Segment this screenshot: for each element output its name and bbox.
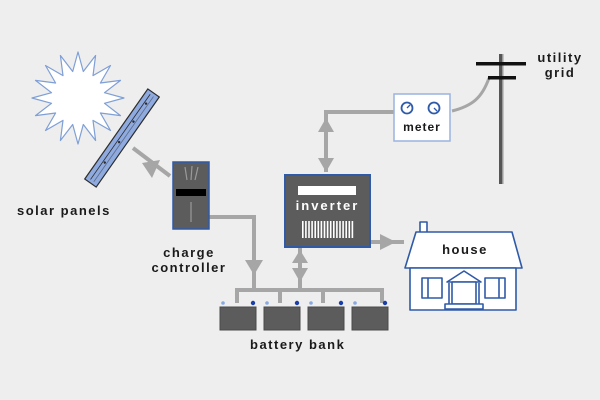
wire-controller-to-batteries xyxy=(208,215,256,262)
inverter-grille-bar xyxy=(336,221,338,238)
inverter-grille-bar xyxy=(323,221,326,238)
label-controller: controller xyxy=(151,260,227,275)
meter-dial-left xyxy=(400,101,414,115)
arrow-batteries-up xyxy=(292,250,308,263)
battery-terminal-positive xyxy=(382,300,388,306)
inverter-grille-bar xyxy=(326,221,329,238)
battery-bank-icon xyxy=(219,300,389,331)
label-charge: charge xyxy=(163,245,215,260)
battery-terminal-positive xyxy=(250,300,256,306)
charge-controller-icon xyxy=(172,161,210,230)
battery-icon xyxy=(307,300,345,331)
arrow-to-house xyxy=(380,234,396,250)
sun-icon xyxy=(31,51,125,145)
inverter-grille-bar xyxy=(314,221,316,238)
battery-terminal-negative xyxy=(265,301,269,305)
label-meter: meter xyxy=(403,120,441,134)
inverter-grille-bar xyxy=(302,221,304,238)
arrow-panel-to-controller xyxy=(142,160,160,178)
utility-pole-icon xyxy=(476,54,526,184)
arrowheads xyxy=(142,118,396,282)
arrow-meter-up xyxy=(318,118,334,132)
inverter-grille-bar xyxy=(308,221,310,238)
battery-terminal-negative xyxy=(353,301,357,305)
label-battery-bank: battery bank xyxy=(250,337,346,352)
battery-icon xyxy=(351,300,389,331)
house-icon xyxy=(404,221,523,311)
battery-icon xyxy=(219,300,257,331)
label-grid: grid xyxy=(544,65,576,80)
inverter-grille-bar xyxy=(339,221,341,238)
battery-terminal-positive xyxy=(338,300,344,306)
meter-dial-right xyxy=(427,101,441,115)
inverter-grille-bar xyxy=(342,221,344,238)
battery-icon xyxy=(263,300,301,331)
label-house: house xyxy=(442,242,488,257)
wire-battery-bus xyxy=(235,288,384,303)
inverter-grille-bar xyxy=(348,221,351,238)
wire-inverter-to-meter xyxy=(324,110,394,172)
label-solar-panels: solar panels xyxy=(17,203,111,218)
inverter-grille-bar xyxy=(317,221,320,238)
meter-icon xyxy=(393,93,451,142)
inverter-grille-bar xyxy=(333,221,335,238)
inverter-grille-bar xyxy=(329,221,332,238)
inverter-grille-bar xyxy=(305,221,307,238)
inverter-grille-bar xyxy=(311,221,313,238)
wire-meter-to-grid xyxy=(451,77,491,113)
arrow-meter-down xyxy=(318,158,334,172)
label-inverter: inverter xyxy=(295,198,360,213)
battery-terminal-negative xyxy=(309,301,313,305)
inverter-grille-bar xyxy=(320,221,323,238)
inverter-grille-bar xyxy=(351,221,354,238)
battery-terminal-negative xyxy=(221,301,225,305)
arrow-batteries-down xyxy=(292,268,308,282)
inverter-icon xyxy=(284,174,371,248)
inverter-grille-bar xyxy=(345,221,347,238)
battery-terminal-positive xyxy=(294,300,300,306)
label-charge-controller: charge controller xyxy=(148,245,230,275)
label-utility: utility xyxy=(537,50,583,65)
arrow-controller-to-batteries xyxy=(245,260,263,275)
label-utility-grid: utility grid xyxy=(530,50,590,80)
solar-panel-icon xyxy=(83,88,161,188)
